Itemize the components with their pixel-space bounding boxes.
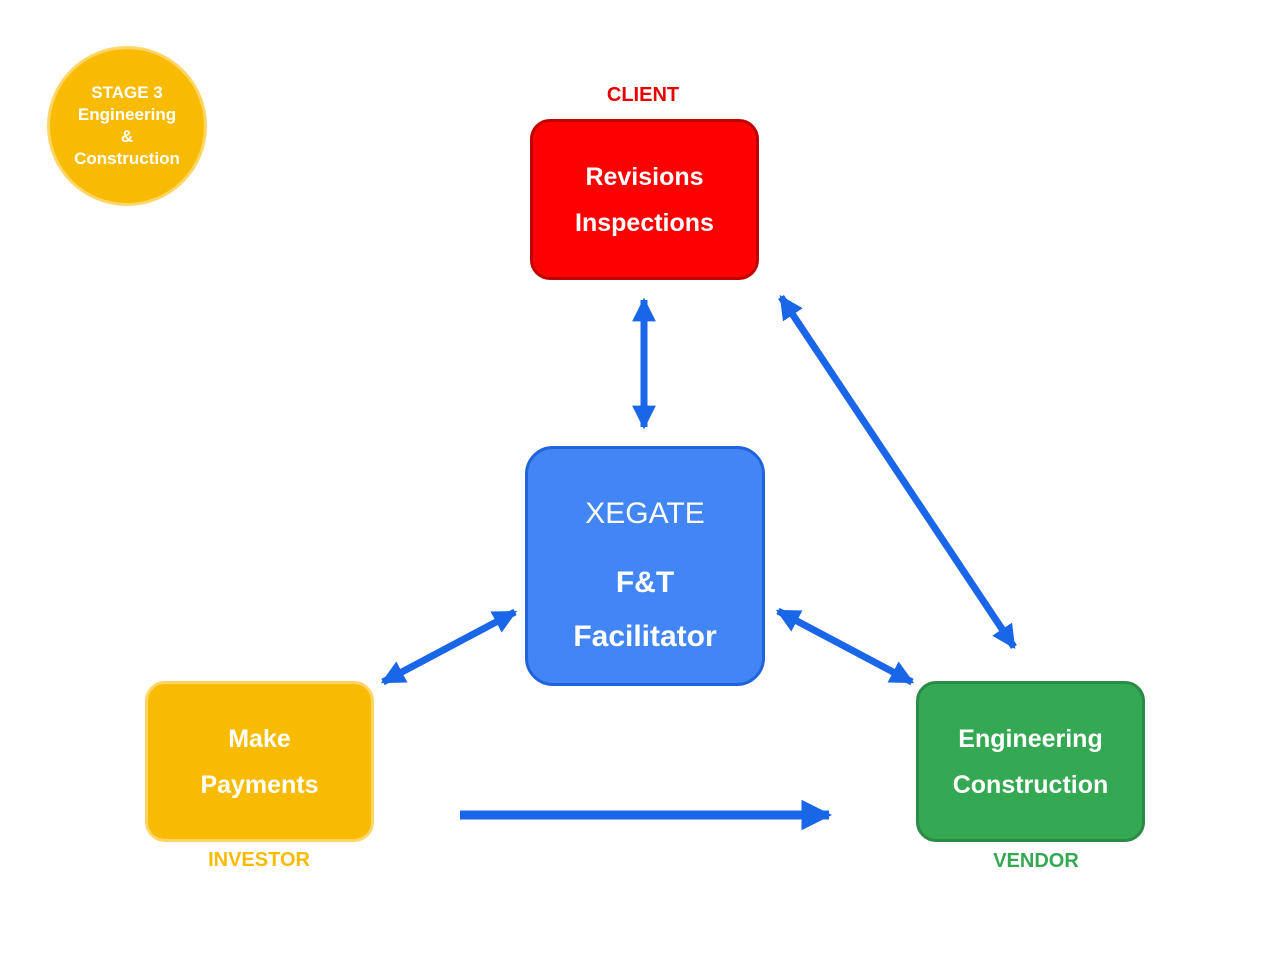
stage-badge: STAGE 3 Engineering & Construction xyxy=(47,46,207,206)
investor-box-line-2: Payments xyxy=(200,770,319,799)
facilitator-box: XEGATE F&T Facilitator xyxy=(525,446,765,686)
stage-badge-line-3: & xyxy=(120,127,134,146)
vendor-box-line-1: Engineering xyxy=(958,724,1103,753)
arrow-facilitator-vendor xyxy=(775,607,915,686)
stage-badge-line-1: STAGE 3 xyxy=(91,83,163,102)
stage-badge-line-2: Engineering xyxy=(77,105,177,124)
arrow-facilitator-investor xyxy=(380,608,518,686)
arrow-client-vendor xyxy=(778,295,1017,649)
client-role-label: CLIENT xyxy=(606,84,680,106)
investor-role-label: INVESTOR xyxy=(208,849,310,871)
facilitator-line-2: Facilitator xyxy=(573,620,717,653)
facilitator-brand: XEGATE xyxy=(585,497,705,530)
client-box-line-1: Revisions xyxy=(585,162,704,191)
facilitator-line-1: F&T xyxy=(615,566,675,599)
vendor-box-line-2: Construction xyxy=(952,770,1109,799)
vendor-box: Engineering Construction xyxy=(916,681,1145,842)
investor-box-line-1: Make xyxy=(228,724,291,753)
stage-badge-line-4: Construction xyxy=(74,149,180,168)
client-box: Revisions Inspections xyxy=(530,119,759,280)
client-box-line-2: Inspections xyxy=(575,208,714,237)
vendor-role-label: VENDOR xyxy=(993,850,1079,872)
investor-box: Make Payments xyxy=(145,681,374,842)
